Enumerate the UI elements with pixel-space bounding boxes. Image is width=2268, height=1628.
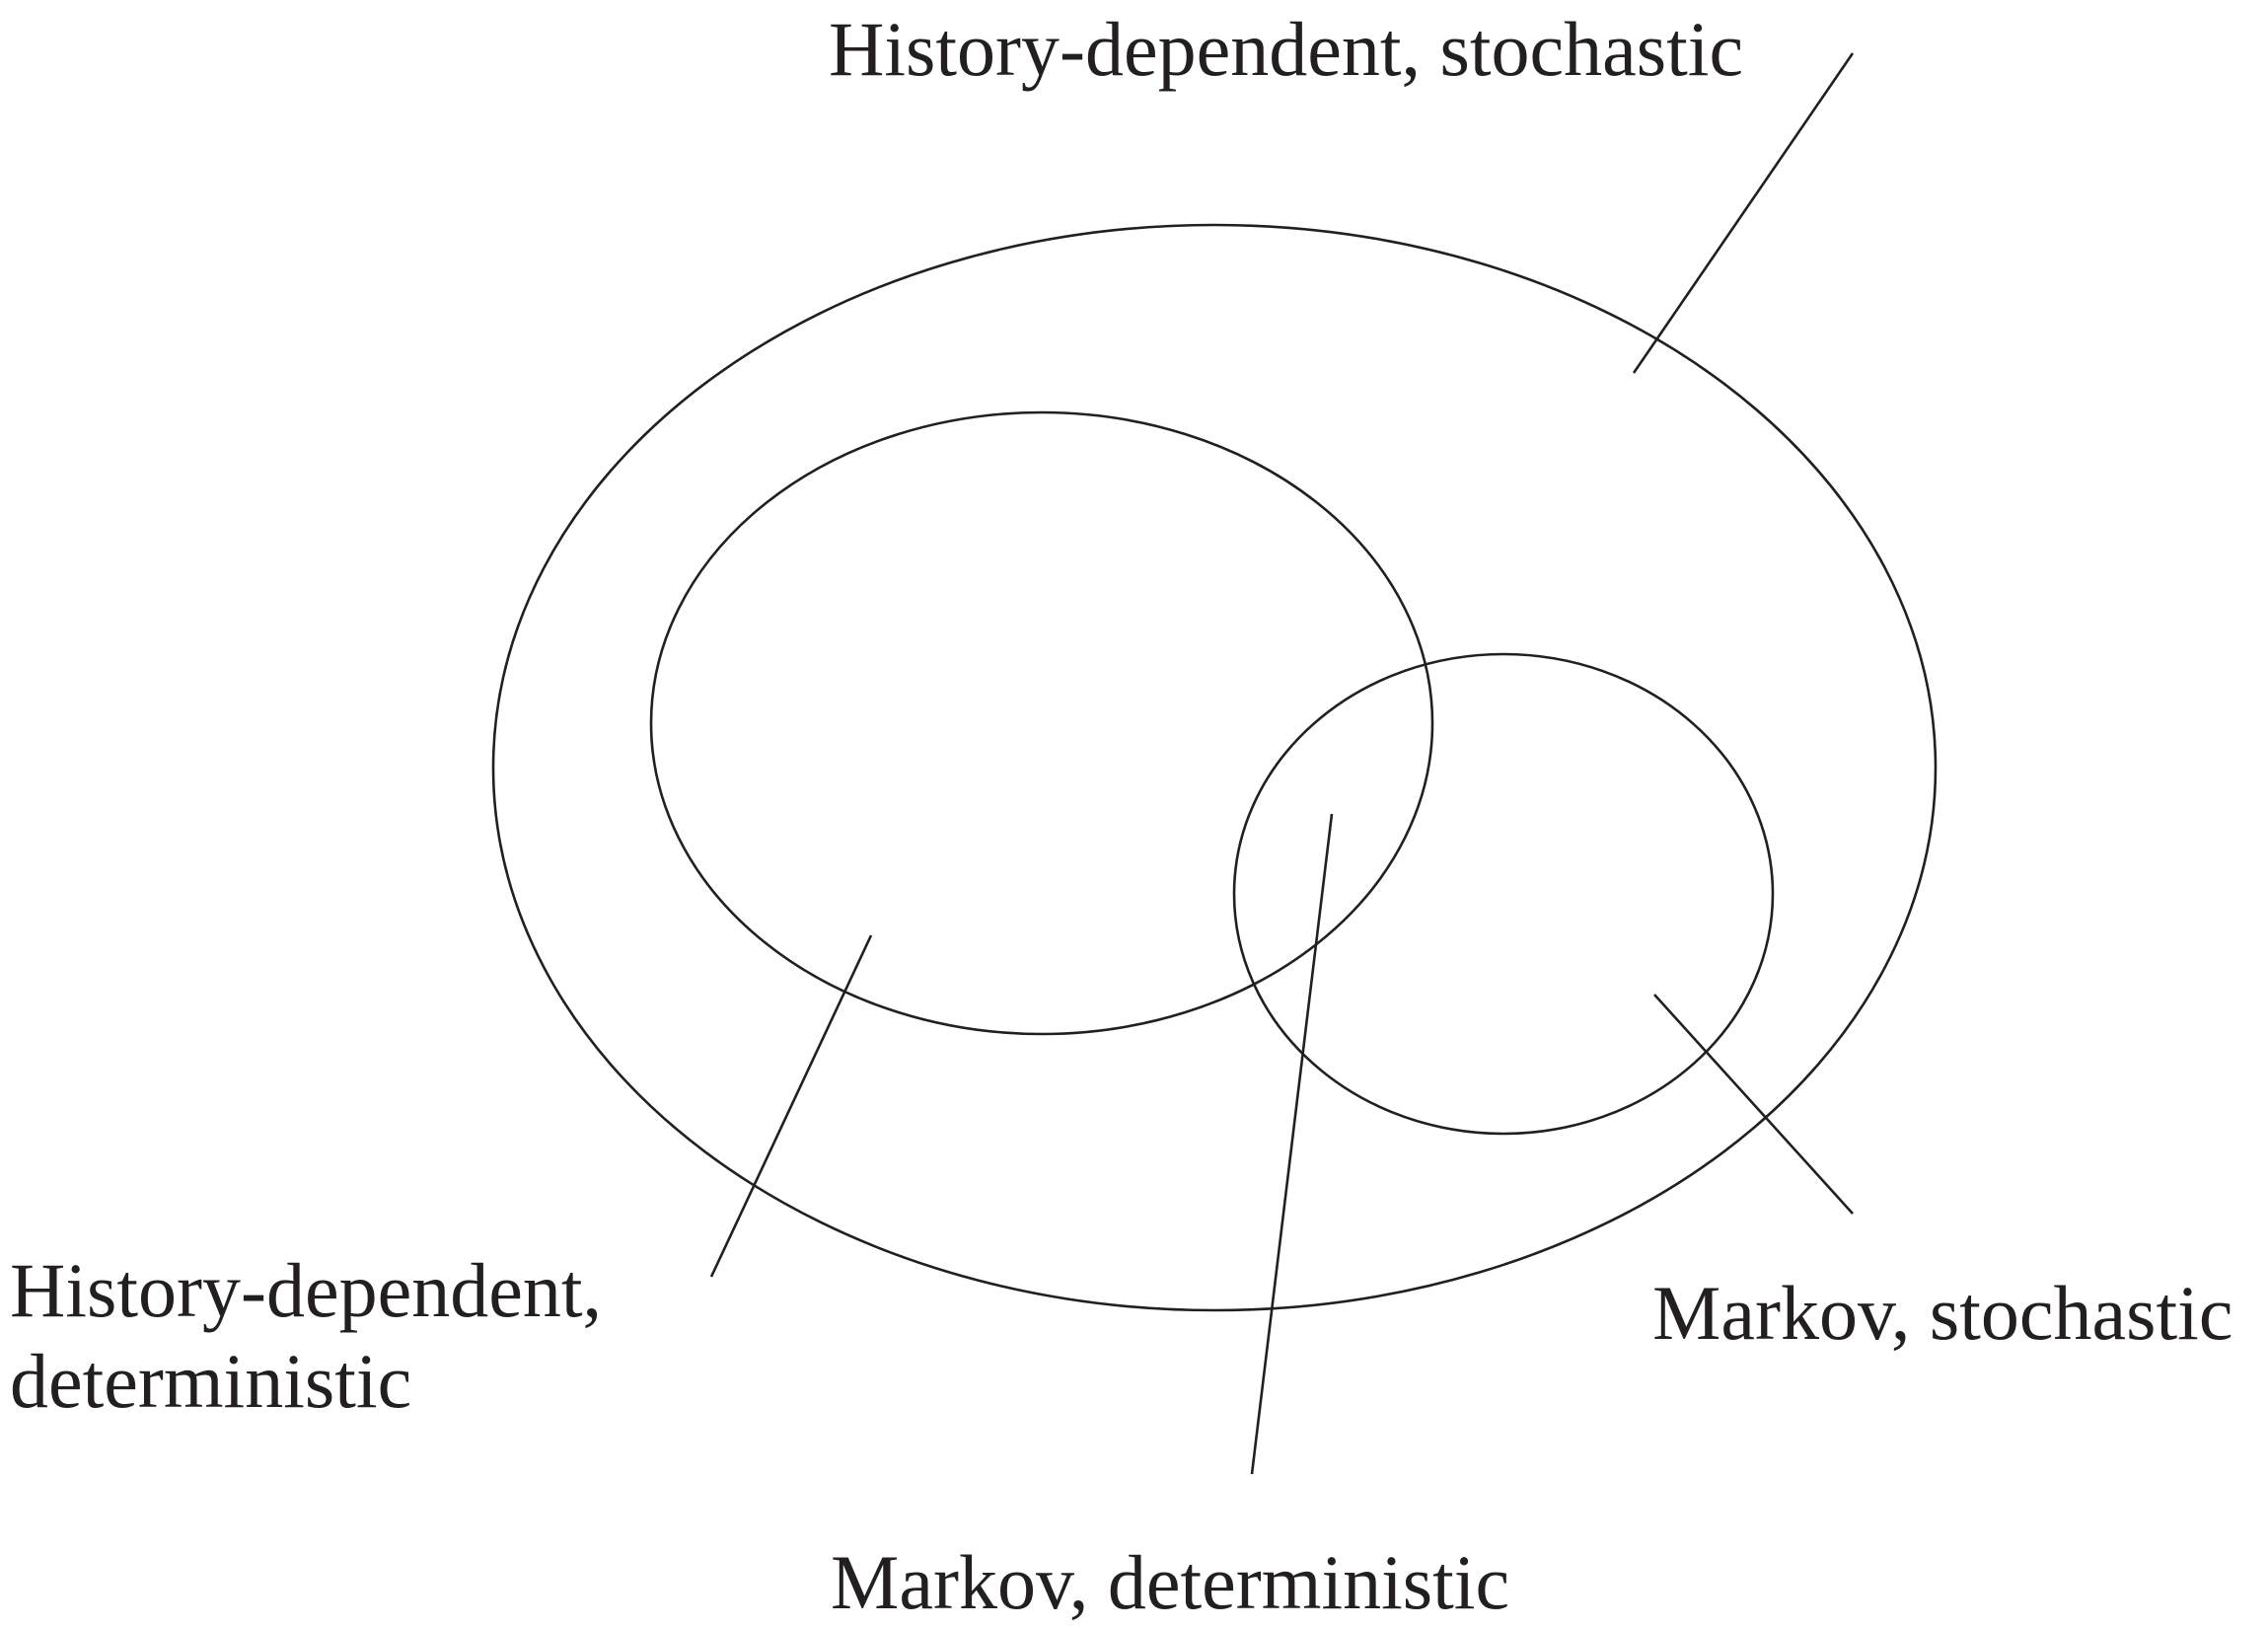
leader-line-markov-stochastic <box>1653 994 1854 1215</box>
label-line: History-dependent, <box>10 1247 603 1333</box>
label-history-dependent-deterministic: History-dependent, deterministic <box>10 1245 602 1427</box>
label-line: Markov, deterministic <box>831 1539 1510 1625</box>
label-markov-deterministic: Markov, deterministic <box>831 1537 1509 1628</box>
label-markov-stochastic: Markov, stochastic <box>1652 1268 2232 1359</box>
set-history-dependent-stochastic <box>491 223 1938 1312</box>
label-line: deterministic <box>10 1338 412 1424</box>
set-markov-stochastic <box>1232 652 1775 1136</box>
label-history-dependent-stochastic: History-dependent, stochastic <box>829 4 1743 95</box>
label-line: History-dependent, stochastic <box>829 6 1744 92</box>
leader-line-history-dependent-deterministic <box>709 934 873 1278</box>
label-line: Markov, stochastic <box>1652 1270 2233 1356</box>
leader-line-history-dependent-stochastic <box>1632 52 1855 374</box>
leader-line-markov-deterministic <box>1250 813 1334 1475</box>
set-history-dependent-deterministic <box>649 410 1434 1036</box>
